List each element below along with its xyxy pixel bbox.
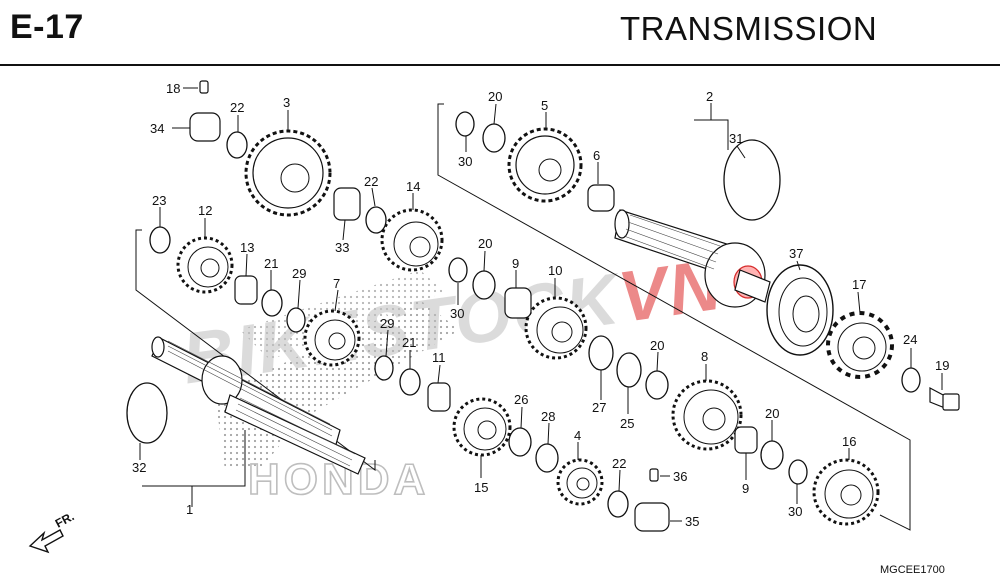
callout-36: 36 [673,469,687,484]
gear-12 [176,236,234,294]
callout-30-a: 30 [458,154,472,169]
gear-5 [507,127,583,203]
callouts: 1 2 3 4 5 6 7 8 9 9 10 11 12 13 14 15 16… [132,81,949,529]
callout-2: 2 [706,89,713,104]
gear-14 [380,208,444,272]
gear-15 [452,397,512,457]
callout-20-a: 20 [488,89,502,104]
callout-22-b: 22 [364,174,378,189]
callout-30-c: 30 [788,504,802,519]
gear-7 [303,309,361,367]
diagram-title: TRANSMISSION [620,10,878,47]
callout-20-b: 20 [478,236,492,251]
callout-16: 16 [842,434,856,449]
callout-19: 19 [935,358,949,373]
callout-12: 12 [198,203,212,218]
document-reference: MGCEE1700 [880,564,945,576]
callout-22-a: 22 [230,100,244,115]
callout-27: 27 [592,400,606,415]
callout-33: 33 [335,240,349,255]
callout-5: 5 [541,98,548,113]
callout-32: 32 [132,460,146,475]
callout-6: 6 [593,148,600,163]
callout-28: 28 [541,409,555,424]
leader-lines [139,87,943,522]
washers-and-clips [126,111,921,518]
callout-20-c: 20 [650,338,664,353]
callout-4: 4 [574,428,581,443]
callout-37: 37 [789,246,803,261]
callout-9-lower: 9 [742,481,749,496]
sprocket-17 [826,311,894,379]
callout-15: 15 [474,480,488,495]
bushings [189,80,758,532]
callout-29-b: 29 [380,316,394,331]
bolt-19 [929,387,960,411]
countershaft [614,209,771,308]
front-direction-label: FR. [53,509,77,530]
gear-3 [244,129,332,217]
header: E-17 TRANSMISSION [0,0,1000,66]
callout-21-b: 21 [402,335,416,350]
callout-7: 7 [333,276,340,291]
callout-3: 3 [283,95,290,110]
callout-24: 24 [903,332,917,347]
callout-8: 8 [701,349,708,364]
header-divider [0,64,1000,66]
front-direction-arrow: FR. [28,509,77,554]
callout-11: 11 [432,350,446,365]
callout-17: 17 [852,277,866,292]
callout-21-a: 21 [264,256,278,271]
callout-25: 25 [620,416,634,431]
callout-18: 18 [166,81,180,96]
mainshaft [151,336,366,475]
callout-10: 10 [548,263,562,278]
callout-30-b: 30 [450,306,464,321]
callout-13: 13 [240,240,254,255]
gear-8 [671,379,743,451]
callout-29-a: 29 [292,266,306,281]
gear-10 [524,296,588,360]
gear-16 [812,458,880,526]
callout-1: 1 [186,502,193,517]
bearing-37 [766,264,834,356]
callout-23: 23 [152,193,166,208]
assembly-outlines [135,103,911,531]
callout-20-d: 20 [765,406,779,421]
callout-34: 34 [150,121,164,136]
section-code: E-17 [10,8,84,46]
callout-14: 14 [406,179,420,194]
callout-31: 31 [729,131,743,146]
callout-35: 35 [685,514,699,529]
gear-4 [556,458,604,506]
callout-22-c: 22 [612,456,626,471]
callout-26: 26 [514,392,528,407]
callout-9-upper: 9 [512,256,519,271]
